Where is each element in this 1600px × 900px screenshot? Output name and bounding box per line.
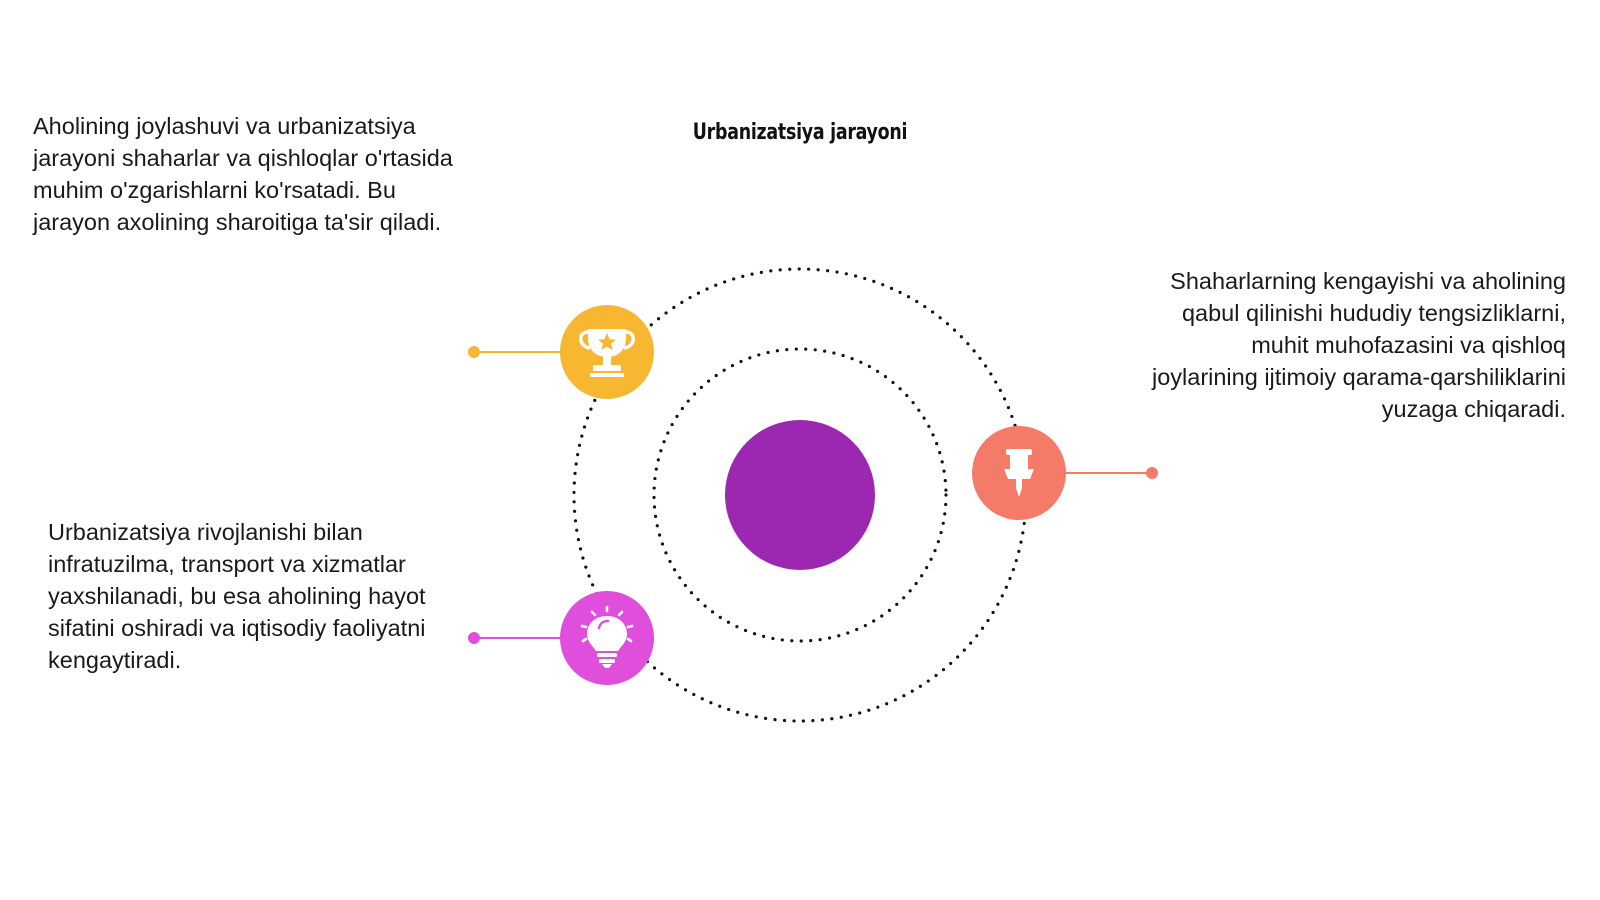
page-title: Urbanizatsiya jarayoni bbox=[692, 120, 908, 145]
lightbulb-node bbox=[560, 591, 654, 685]
trophy-node bbox=[560, 305, 654, 399]
connector-dot-top-left bbox=[468, 346, 480, 358]
connector-dot-bottom-left bbox=[468, 632, 480, 644]
pushpin-node bbox=[972, 426, 1066, 520]
connector-dot-right bbox=[1146, 467, 1158, 479]
lightbulb-icon bbox=[580, 605, 634, 668]
center-circle bbox=[725, 420, 875, 570]
text-block-top-left: Aholining joylashuvi va urbanizatsiya ja… bbox=[33, 113, 453, 235]
text-block-bottom-left: Urbanizatsiya rivojlanishi bilan infratu… bbox=[48, 519, 426, 673]
trophy-icon bbox=[579, 329, 635, 377]
text-block-right: Shaharlarning kengayishi va aholining qa… bbox=[1151, 268, 1566, 422]
inner-orbit-ring bbox=[652, 347, 948, 643]
pushpin-icon bbox=[1004, 449, 1034, 497]
